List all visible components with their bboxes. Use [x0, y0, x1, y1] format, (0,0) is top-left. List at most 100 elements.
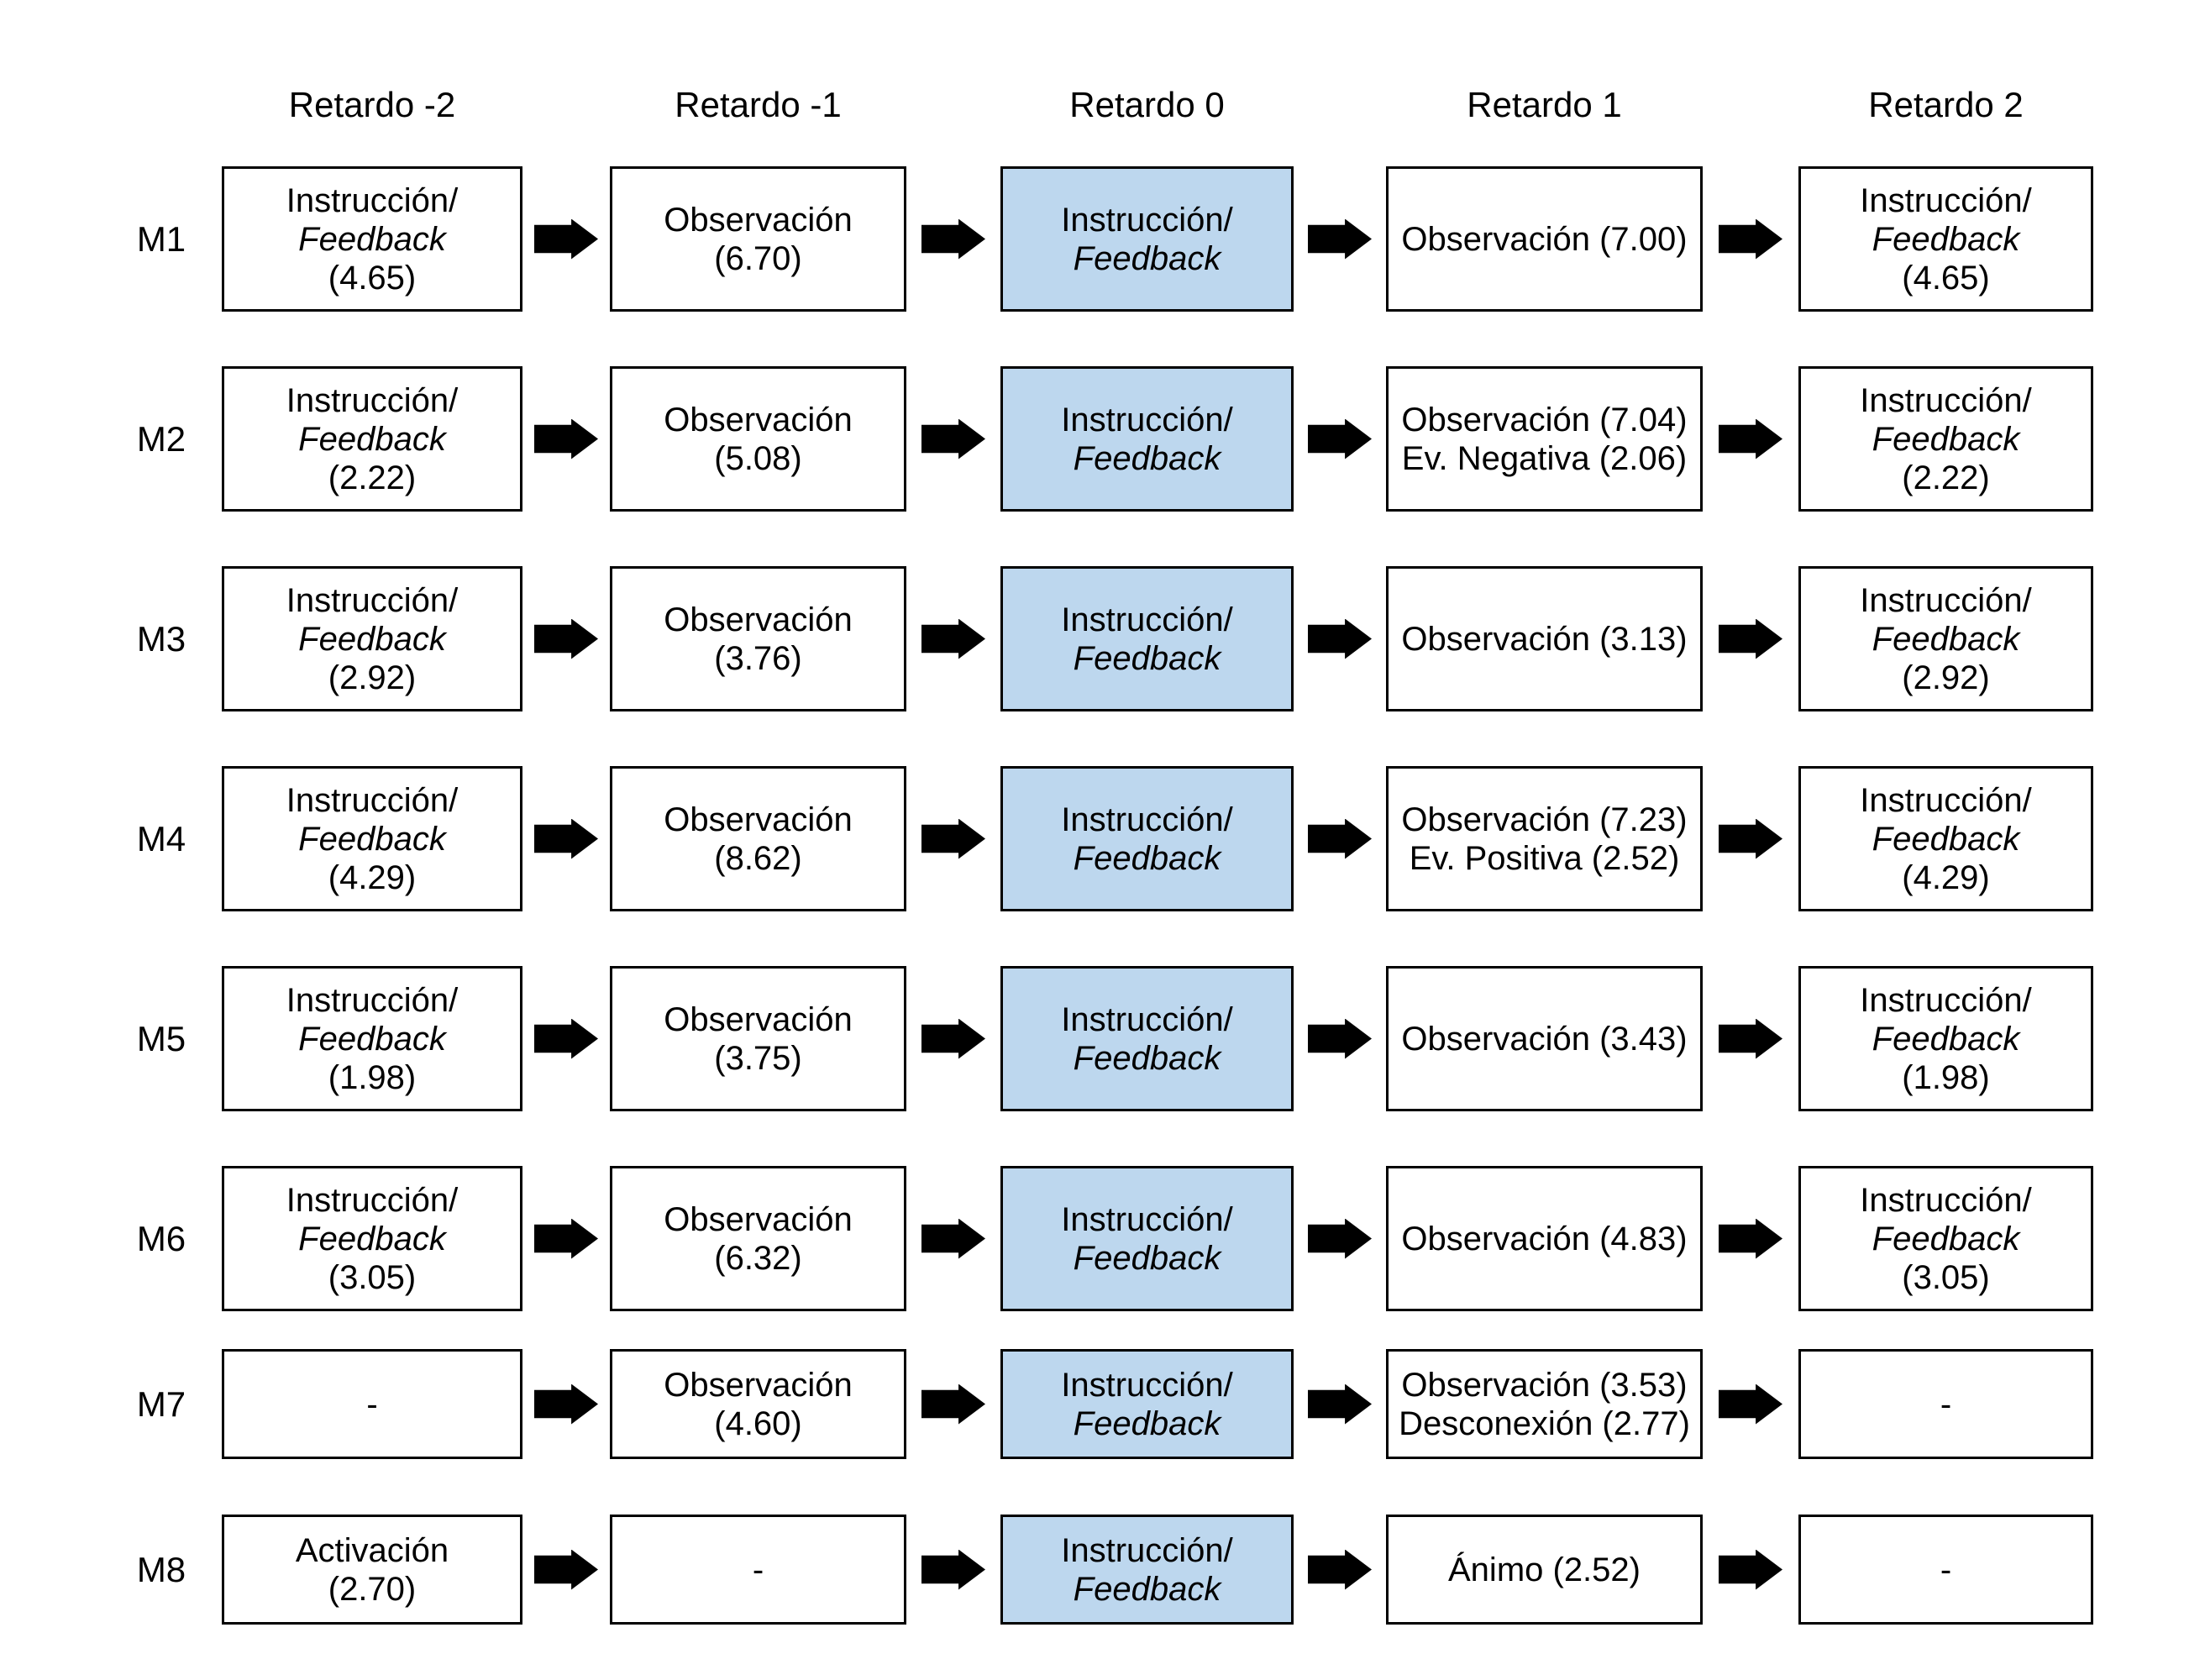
- box-m2-retardo-1: Observación (7.04)Ev. Negativa (2.06): [1386, 366, 1703, 512]
- column-header-retardo-2: Retardo 2: [1868, 85, 2024, 124]
- box-text: Feedback: [1073, 1570, 1221, 1608]
- box-text: Instrucción/: [286, 381, 459, 419]
- right-block-arrow-icon: [1308, 1383, 1372, 1425]
- box-m1-retardo-1: Observación(6.70): [610, 166, 906, 312]
- box-text: Observación (7.04): [1401, 401, 1688, 438]
- box-m7-retardo-0: Instrucción/Feedback: [1000, 1349, 1294, 1459]
- right-block-arrow-icon: [534, 218, 598, 260]
- right-block-arrow-icon: [1719, 1018, 1782, 1059]
- box-m3-retardo-2: Instrucción/Feedback(2.92): [222, 566, 522, 711]
- box-text: Feedback: [1073, 439, 1221, 477]
- box-text: Feedback: [1073, 239, 1221, 277]
- flow-row-m7: M7-Observación(4.60)Instrucción/Feedback…: [0, 1349, 2093, 1459]
- box-text: Instrucción/: [1860, 381, 2032, 419]
- box-text: Feedback: [1872, 620, 2020, 658]
- box-m7-retardo-2: -: [222, 1349, 522, 1459]
- box-text: Observación (7.00): [1401, 220, 1688, 258]
- box-text: Feedback: [298, 420, 446, 458]
- right-block-arrow-icon: [1308, 818, 1372, 859]
- box-text: Observación: [664, 1366, 853, 1404]
- box-m2-retardo-2: Instrucción/Feedback(2.22): [1798, 366, 2093, 512]
- box-text: (8.62): [714, 839, 802, 877]
- box-m3-retardo-2: Instrucción/Feedback(2.92): [1798, 566, 2093, 711]
- right-block-arrow-icon: [1719, 218, 1782, 260]
- box-m1-retardo-1: Observación (7.00): [1386, 166, 1703, 312]
- box-m3-retardo-1: Observación(3.76): [610, 566, 906, 711]
- box-m6-retardo-1: Observación (4.83): [1386, 1166, 1703, 1311]
- box-text: (6.70): [714, 239, 802, 277]
- box-m5-retardo-2: Instrucción/Feedback(1.98): [1798, 966, 2093, 1111]
- box-text: Observación (3.53): [1401, 1366, 1688, 1404]
- box-m2-retardo-0: Instrucción/Feedback: [1000, 366, 1294, 512]
- box-m3-retardo-1: Observación (3.13): [1386, 566, 1703, 711]
- box-text: Observación (3.43): [1401, 1020, 1688, 1058]
- right-block-arrow-icon: [1719, 1383, 1782, 1425]
- right-block-arrow-icon: [921, 218, 985, 260]
- box-text: Instrucción/: [286, 781, 459, 819]
- box-text: Feedback: [1073, 1239, 1221, 1277]
- box-text: (6.32): [714, 1239, 802, 1277]
- box-text: Instrucción/: [1061, 401, 1233, 438]
- box-text: Ev. Positiva (2.52): [1409, 839, 1680, 877]
- right-block-arrow-icon: [1308, 1018, 1372, 1059]
- right-block-arrow-icon: [534, 618, 598, 659]
- box-m7-retardo-1: Observación (3.53)Desconexión (2.77): [1386, 1349, 1703, 1459]
- box-text: Instrucción/: [286, 181, 459, 219]
- box-text: Instrucción/: [1061, 601, 1233, 638]
- box-m6-retardo-1: Observación(6.32): [610, 1166, 906, 1311]
- box-text: Instrucción/: [1061, 1366, 1233, 1404]
- box-text: (5.08): [714, 439, 802, 477]
- right-block-arrow-icon: [534, 418, 598, 459]
- box-text: (3.75): [714, 1039, 802, 1077]
- box-text: Observación: [664, 601, 853, 638]
- box-text: Ánimo (2.52): [1448, 1551, 1641, 1588]
- box-text: Observación: [664, 401, 853, 438]
- box-m5-retardo-1: Observación (3.43): [1386, 966, 1703, 1111]
- box-text: (4.29): [1902, 858, 1990, 896]
- right-block-arrow-icon: [1308, 1549, 1372, 1590]
- row-label-m5: M5: [136, 1018, 186, 1058]
- box-m1-retardo-2: Instrucción/Feedback(4.65): [222, 166, 522, 312]
- column-header-retardo-0: Retardo 0: [1069, 85, 1225, 124]
- box-text: Observación: [664, 1000, 853, 1038]
- right-block-arrow-icon: [921, 1218, 985, 1259]
- right-block-arrow-icon: [534, 1383, 598, 1425]
- box-text: Feedback: [1073, 1404, 1221, 1442]
- column-header-retardo-2: Retardo -2: [288, 85, 456, 124]
- box-text: -: [366, 1385, 378, 1423]
- box-text: Feedback: [1872, 220, 2020, 258]
- box-m8-retardo-1: Ánimo (2.52): [1386, 1515, 1703, 1625]
- box-text: Desconexión (2.77): [1399, 1404, 1690, 1442]
- box-m7-retardo-2: -: [1798, 1349, 2093, 1459]
- box-text: Instrucción/: [1061, 1531, 1233, 1569]
- box-text: Instrucción/: [1061, 201, 1233, 239]
- box-m4-retardo-1: Observación(8.62): [610, 766, 906, 911]
- right-block-arrow-icon: [534, 1218, 598, 1259]
- box-text: (2.92): [328, 659, 417, 696]
- box-m2-retardo-1: Observación(5.08): [610, 366, 906, 512]
- right-block-arrow-icon: [921, 418, 985, 459]
- right-block-arrow-icon: [1308, 218, 1372, 260]
- box-text: -: [752, 1551, 764, 1588]
- box-text: (4.65): [328, 259, 417, 297]
- row-label-m6: M6: [136, 1218, 186, 1258]
- box-text: (1.98): [1902, 1058, 1990, 1096]
- box-text: Instrucción/: [1860, 1181, 2032, 1219]
- box-m3-retardo-0: Instrucción/Feedback: [1000, 566, 1294, 711]
- box-text: Instrucción/: [1061, 801, 1233, 838]
- box-m5-retardo-0: Instrucción/Feedback: [1000, 966, 1294, 1111]
- right-block-arrow-icon: [534, 1018, 598, 1059]
- row-label-m2: M2: [136, 418, 186, 459]
- box-text: Observación: [664, 1200, 853, 1238]
- box-text: Observación (3.13): [1401, 620, 1688, 658]
- row-label-m8: M8: [136, 1549, 186, 1589]
- box-text: (3.76): [714, 639, 802, 677]
- right-block-arrow-icon: [1719, 618, 1782, 659]
- row-label-m7: M7: [136, 1383, 186, 1424]
- box-text: Instrucción/: [286, 581, 459, 619]
